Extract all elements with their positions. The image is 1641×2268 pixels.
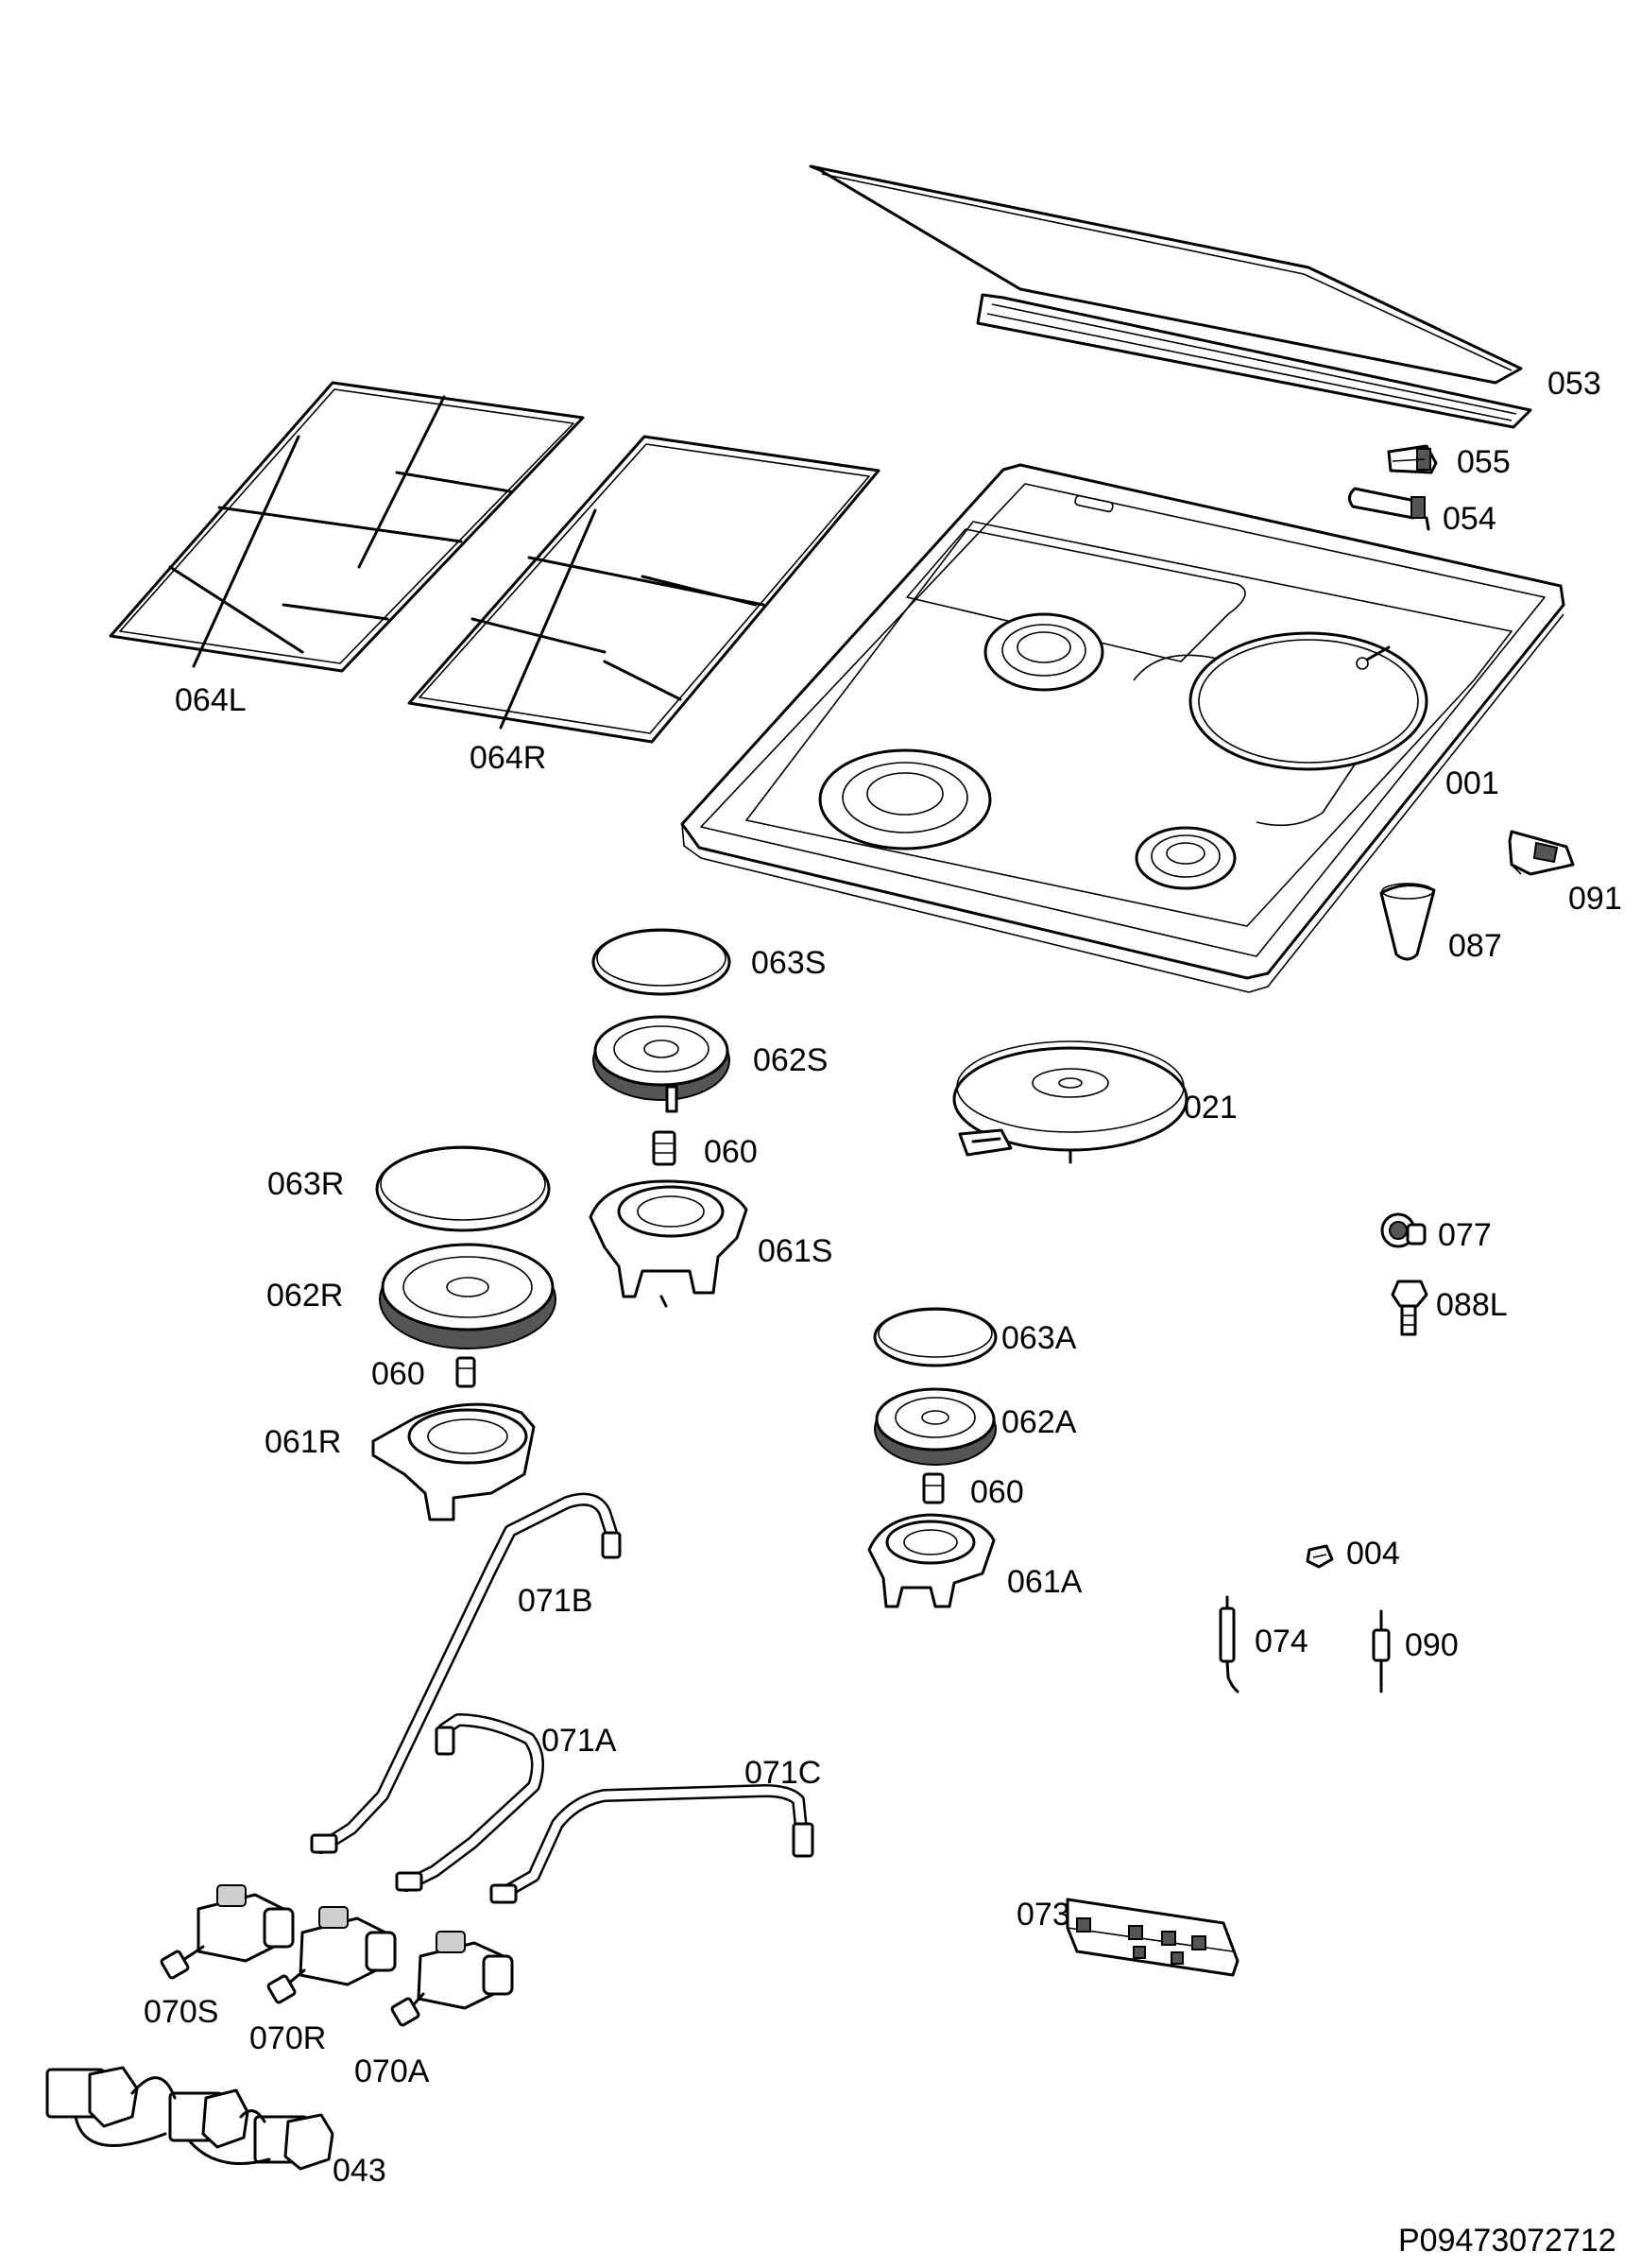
- label-063S: 063S: [751, 945, 826, 981]
- part-064L-pan-support: [109, 381, 585, 673]
- label-070S: 070S: [144, 1994, 218, 2030]
- label-055: 055: [1457, 444, 1511, 480]
- label-064L: 064L: [175, 682, 247, 718]
- part-001-hob-top: [680, 463, 1565, 993]
- label-071B: 071B: [518, 1583, 592, 1619]
- part-070S-gas-tap: [160, 1884, 295, 1980]
- part-063R-burner-cap: [375, 1145, 551, 1232]
- part-091-bracket: [1508, 830, 1575, 876]
- label-060-b: 060: [371, 1356, 425, 1392]
- part-063S-burner-cap: [591, 928, 731, 996]
- label-062S: 062S: [753, 1042, 828, 1078]
- part-061A-burner-body: [867, 1513, 996, 1608]
- label-001: 001: [1445, 765, 1499, 801]
- label-074: 074: [1255, 1624, 1308, 1659]
- label-061A: 061A: [1007, 1564, 1083, 1600]
- part-074-ignition-electrode: [1219, 1595, 1239, 1693]
- label-091: 091: [1568, 881, 1622, 917]
- label-060-c: 060: [970, 1474, 1024, 1510]
- label-062R: 062R: [266, 1278, 343, 1314]
- label-071A: 071A: [541, 1723, 617, 1759]
- part-070R-gas-tap: [266, 1906, 397, 2004]
- label-061R: 061R: [265, 1424, 341, 1460]
- part-063A-burner-cap: [873, 1307, 998, 1367]
- part-062S-burner-crown: [592, 1015, 730, 1113]
- part-021-hotplate: [952, 1040, 1188, 1164]
- part-062R-burner-crown: [379, 1243, 556, 1349]
- part-053-glass-lid: [809, 164, 1532, 429]
- part-071B-gas-pipe: [310, 1492, 622, 1854]
- part-061R-burner-body: [371, 1402, 536, 1521]
- part-043-valve-group: [45, 2066, 334, 2171]
- label-070A: 070A: [354, 2053, 430, 2089]
- part-087-knob: [1379, 883, 1436, 961]
- part-054-hinge-pin: [1348, 487, 1430, 531]
- part-004-clip: [1306, 1544, 1334, 1569]
- label-054: 054: [1443, 501, 1496, 537]
- part-060-injector-a: [652, 1130, 676, 1166]
- label-088L: 088L: [1436, 1287, 1508, 1323]
- part-060-injector-c: [922, 1472, 945, 1504]
- label-063A: 063A: [1001, 1320, 1077, 1356]
- label-090: 090: [1405, 1627, 1459, 1663]
- part-071C-gas-pipe: [489, 1784, 814, 1904]
- label-060-a: 060: [704, 1134, 758, 1170]
- label-077: 077: [1438, 1217, 1492, 1253]
- drawing-number: P09473072712: [1398, 2223, 1616, 2259]
- part-073-ignition-module: [1066, 1898, 1239, 1977]
- label-070R: 070R: [249, 2020, 326, 2056]
- part-064R-pan-support: [407, 435, 880, 744]
- part-labels: 053 055 054 064L 064R 001 091 087 063S 0…: [144, 366, 1622, 2259]
- part-060-injector-b: [455, 1356, 476, 1388]
- label-071C: 071C: [744, 1755, 821, 1791]
- label-073: 073: [1017, 1897, 1070, 1933]
- label-063R: 063R: [267, 1166, 344, 1202]
- part-090-thermocouple: [1372, 1609, 1391, 1693]
- part-077-fitting: [1380, 1212, 1427, 1248]
- part-070A-gas-tap: [390, 1931, 514, 2027]
- label-087: 087: [1448, 928, 1502, 964]
- label-061S: 061S: [758, 1233, 832, 1269]
- label-062A: 062A: [1001, 1404, 1077, 1440]
- part-061S-burner-body: [589, 1179, 748, 1308]
- part-062A-burner-crown: [874, 1387, 997, 1466]
- part-071A-gas-pipe: [395, 1713, 544, 1892]
- label-004: 004: [1346, 1536, 1400, 1572]
- label-064R: 064R: [470, 740, 546, 776]
- label-043: 043: [333, 2153, 386, 2189]
- label-053: 053: [1547, 366, 1601, 402]
- label-021: 021: [1184, 1090, 1238, 1125]
- part-055-hinge-clip: [1387, 444, 1438, 474]
- part-088L-connector: [1391, 1280, 1428, 1336]
